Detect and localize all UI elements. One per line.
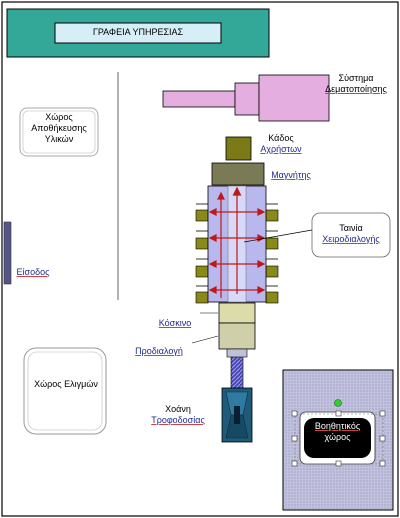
waste-bin-label: Κάδος Αχρήστων (260, 133, 302, 154)
storage-area-inner (22, 110, 96, 154)
sorting-callout-pointer (243, 229, 313, 243)
auxiliary-label-box (304, 418, 371, 458)
entrance-door (3, 221, 12, 285)
presort-label: Προδιαλογή (135, 346, 183, 356)
sorting-belt-label: Ταινία Χειροδιαλογής (322, 223, 380, 244)
conveyor-head (226, 348, 248, 358)
selection-handles[interactable] (291, 410, 386, 467)
baling-label: Σύστημα Δεματοποίησης (325, 73, 387, 94)
rotation-handle[interactable] (334, 399, 342, 407)
sorting-cabins-left (195, 209, 209, 304)
presort-station (218, 322, 256, 350)
storage-label: Χώρος Αποθήκευσης Υλικών (31, 112, 87, 144)
hopper-outlet (234, 406, 240, 424)
hopper-label: Χοάνη Τροφοδοσίας (151, 404, 205, 425)
offices-label-box (54, 22, 222, 44)
maneuver-area-inner (27, 351, 103, 431)
cabin-stubs (196, 203, 278, 287)
baling-ram (162, 90, 236, 108)
belt-flow-arrows (208, 186, 266, 298)
maneuver-label: Χώρος Ελιγμών (34, 379, 98, 389)
sorting-callout (311, 212, 391, 258)
magnet (211, 162, 265, 186)
baling-press (258, 74, 330, 122)
magnet-label: Μαγνήτης (271, 170, 311, 180)
waste-bin (225, 136, 252, 161)
sorting-cabins-right (265, 209, 279, 304)
auxiliary-label[interactable]: Βοηθητικός χώρος (314, 421, 361, 442)
sieve-label: Κόσκινο (158, 318, 192, 328)
entrance-label: Είσοδος (16, 267, 50, 277)
presort-leader (191, 335, 219, 344)
sieve (218, 302, 256, 324)
offices-title: ΓΡΑΦΕΙΑ ΥΠΗΡΕΣΙΑΣ (92, 27, 184, 37)
baling-chamber (234, 82, 260, 116)
offices-block (6, 8, 270, 58)
